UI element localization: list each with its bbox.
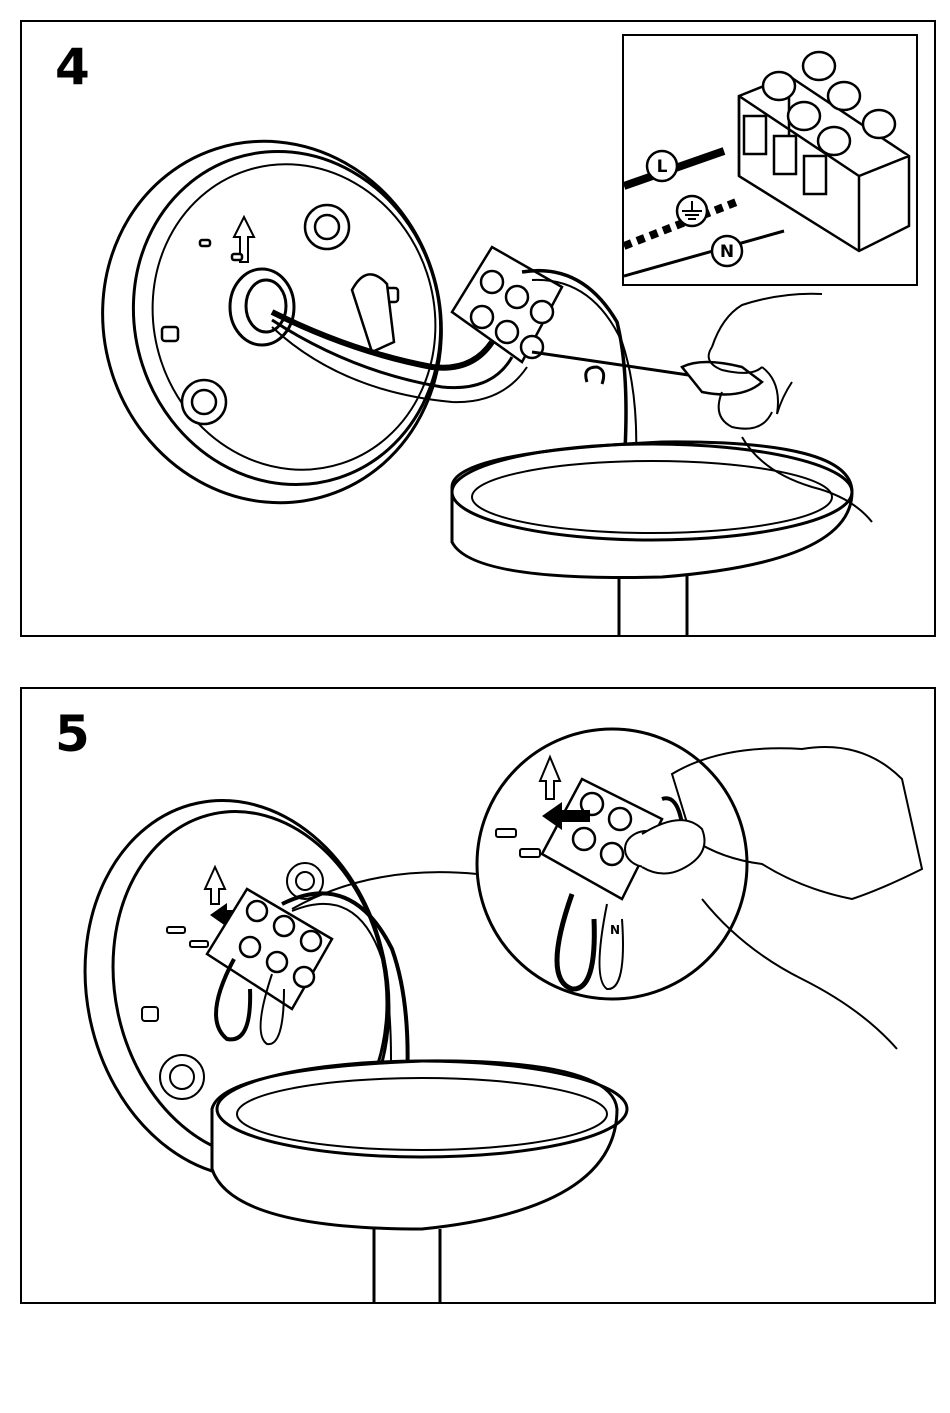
live-wire-label: L <box>647 151 677 181</box>
lamp-bowl <box>212 1061 627 1302</box>
step-5-panel: 5 <box>20 687 936 1304</box>
cable-grommet <box>230 269 294 345</box>
connector-block <box>739 52 909 251</box>
step-4-panel: 4 <box>20 20 936 637</box>
neutral-wire-label: N <box>712 236 742 266</box>
wiring-inset-illustration: L N <box>624 36 916 284</box>
screwdriver <box>532 352 762 394</box>
lamp-bowl <box>452 442 852 635</box>
earth-wire-label <box>677 196 707 226</box>
live-label-text: L <box>657 157 668 177</box>
wiring-inset: L N <box>622 34 918 286</box>
rotate-arrow-icon <box>586 367 604 384</box>
step-5-illustration: N <box>22 689 934 1302</box>
terminal-block <box>452 247 562 362</box>
neutral-label-text: N <box>720 242 734 262</box>
neutral-terminal-label: N <box>610 923 620 937</box>
